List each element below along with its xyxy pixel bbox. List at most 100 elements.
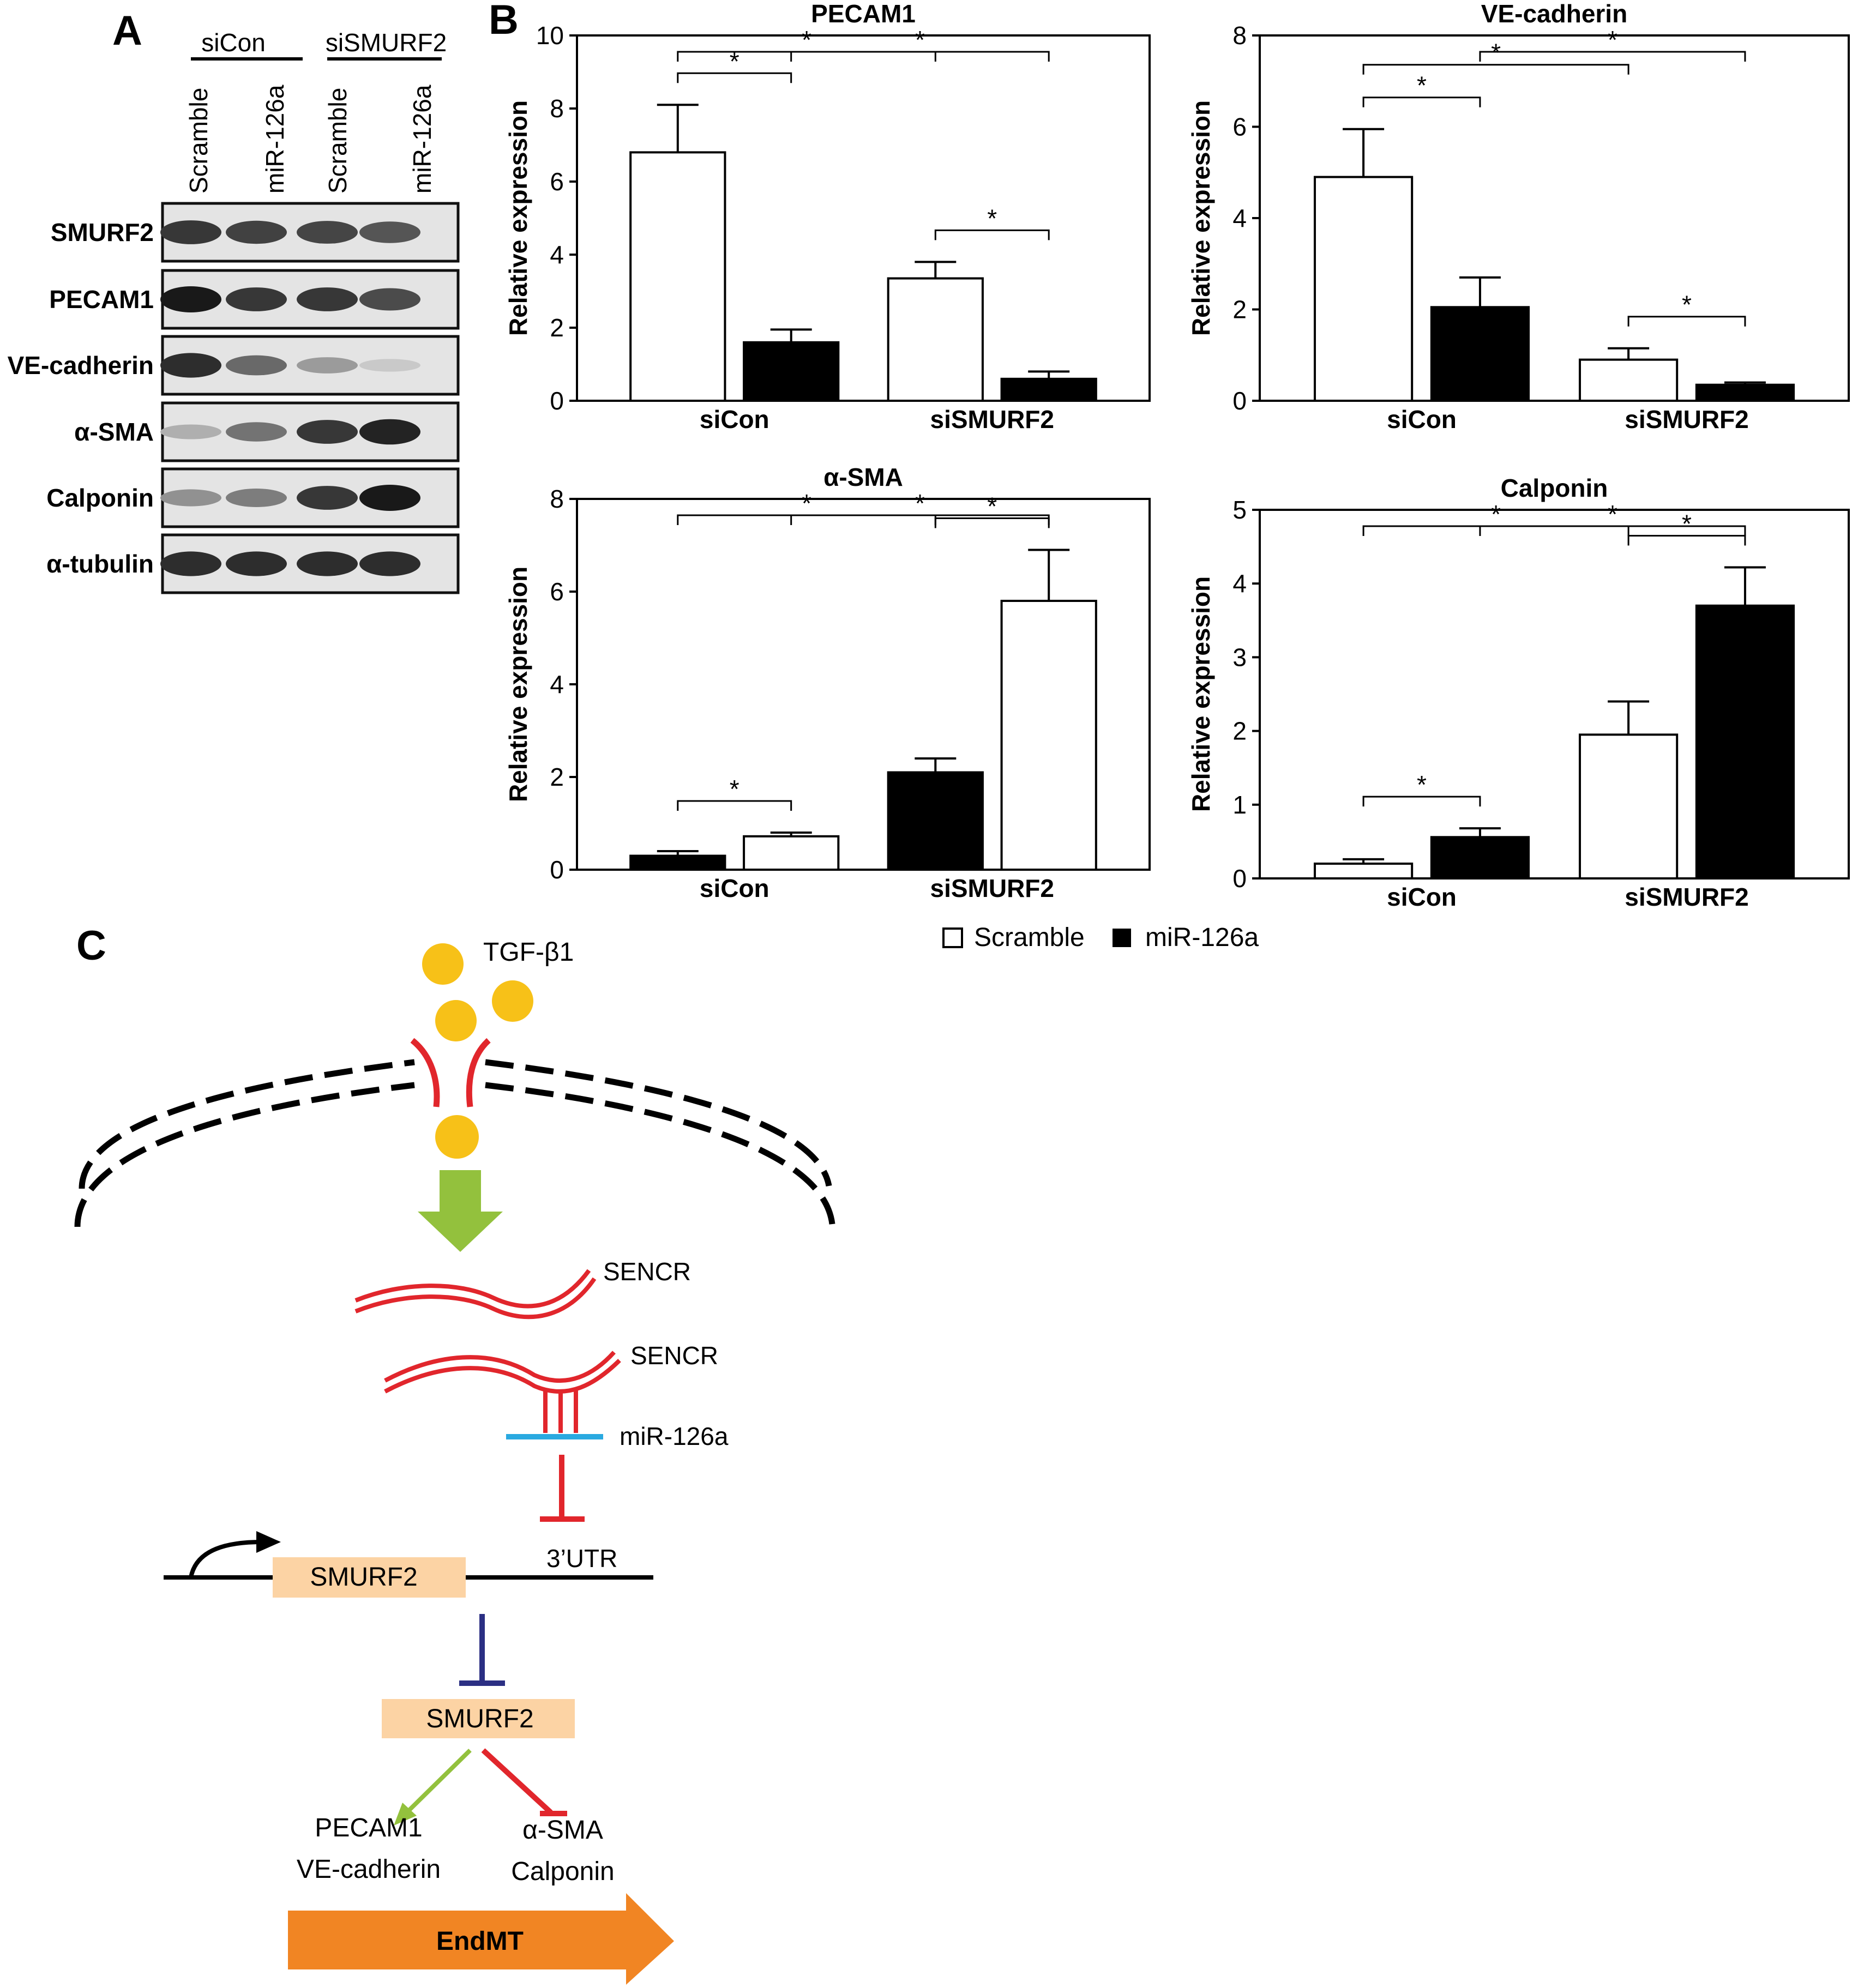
x-category-label: siCon: [1387, 405, 1457, 433]
significance-marker: *: [1608, 500, 1618, 528]
y-axis-label: Relative expression: [504, 567, 532, 802]
blot-row-label: α-SMA: [74, 418, 154, 446]
sencr-strand-2b: [384, 1359, 621, 1394]
blot-lane-label-2: miR-126a: [261, 85, 289, 194]
significance-marker: *: [730, 47, 739, 75]
significance-marker: *: [1491, 39, 1501, 67]
significance-bracket: [790, 51, 1050, 62]
sencr-strand-2a: [384, 1351, 616, 1383]
legend-swatch-mir126a: [1113, 929, 1131, 947]
x-category-label: siCon: [700, 405, 769, 433]
utr-label: 3’UTR: [546, 1544, 617, 1573]
chart-title: α-SMA: [823, 463, 903, 491]
plot-frame: [576, 34, 1151, 402]
significance-marker: *: [730, 775, 739, 803]
y-tick-label: 4: [550, 240, 564, 269]
y-tick-label: 6: [550, 577, 564, 606]
y-tick-label: 8: [550, 485, 564, 513]
significance-bracket: [1362, 64, 1630, 75]
bar: [1695, 604, 1795, 879]
cell-membrane-outer: [79, 1059, 832, 1189]
inhibition-line: [481, 1748, 553, 1815]
endmt-arrow: [288, 1893, 674, 1985]
target-down-2: Calponin: [511, 1857, 614, 1886]
activation-arrow-line: [405, 1749, 472, 1815]
target-down-1: α-SMA: [522, 1816, 603, 1845]
significance-marker: *: [1417, 71, 1427, 100]
blot-band: [359, 221, 420, 243]
tgf-ligand-1: [422, 943, 464, 985]
y-tick-label: 0: [1232, 864, 1247, 893]
promoter-arrowhead: [256, 1531, 281, 1553]
blot-band: [160, 551, 221, 576]
blot-band: [359, 551, 420, 576]
significance-marker: *: [1491, 500, 1501, 528]
bar: [1430, 306, 1530, 402]
bar: [1000, 600, 1097, 871]
bar: [1000, 377, 1097, 402]
legend-label-scramble: Scramble: [974, 923, 1085, 952]
blot-group-label-sicon: siCon: [201, 28, 266, 57]
bar: [743, 835, 840, 871]
cell-membrane-inner: [74, 1082, 835, 1227]
target-up-2: VE-cadherin: [297, 1855, 441, 1884]
significance-bracket: [1362, 796, 1481, 807]
significance-marker: *: [987, 204, 997, 232]
y-tick-label: 0: [550, 856, 564, 884]
significance-bracket: [934, 229, 1050, 240]
smurf2-gene-box: [273, 1557, 466, 1598]
blot-lane-label-1: Scramble: [184, 88, 213, 194]
smurf2-protein-box: [382, 1699, 575, 1738]
significance-bracket: [1627, 534, 1746, 546]
promoter-arrow: [189, 1540, 262, 1578]
significance-marker: *: [802, 489, 811, 517]
panel-label-a: A: [112, 8, 142, 54]
y-tick-label: 6: [550, 167, 564, 196]
x-category-label: siSMURF2: [930, 874, 1054, 902]
sencr-label-1: SENCR: [603, 1257, 691, 1286]
blot-row-label: VE-cadherin: [8, 351, 154, 379]
sencr-strand-1a: [354, 1269, 591, 1309]
y-tick-label: 6: [1232, 113, 1247, 141]
blot-band: [226, 355, 287, 376]
chart-title: Calponin: [1501, 474, 1608, 502]
y-tick-label: 0: [1232, 387, 1247, 415]
panel-label-b: B: [489, 0, 519, 43]
bar: [1313, 176, 1414, 402]
blot-band: [226, 551, 287, 576]
legend-label-mir126a: miR-126a: [1145, 923, 1259, 952]
ligand-label: TGF-β1: [483, 938, 574, 967]
bar: [887, 277, 984, 402]
blot-band: [226, 422, 287, 442]
y-tick-label: 0: [550, 387, 564, 415]
blot-band: [160, 424, 221, 439]
y-tick-label: 3: [1232, 643, 1247, 671]
bar: [1578, 358, 1679, 402]
significance-marker: *: [802, 26, 811, 54]
significance-marker: *: [987, 492, 997, 521]
x-category-label: siSMURF2: [1625, 883, 1748, 911]
y-tick-label: 2: [1232, 296, 1247, 324]
y-tick-label: 4: [1232, 569, 1247, 598]
significance-bracket: [1627, 316, 1746, 327]
significance-marker: *: [1608, 26, 1618, 54]
smurf2-protein-label: SMURF2: [426, 1704, 533, 1733]
y-tick-label: 8: [1232, 21, 1247, 50]
blot-band: [160, 220, 221, 244]
chart-legend: Scramble miR-126a: [942, 923, 1259, 952]
x-category-label: siCon: [700, 874, 769, 902]
tgf-ligand-3: [435, 1000, 477, 1041]
sencr-strand-1b: [354, 1277, 597, 1320]
x-category-label: siSMURF2: [1625, 405, 1748, 433]
significance-bracket: [1479, 51, 1746, 62]
smurf2-gene-label: SMURF2: [310, 1563, 417, 1592]
bar: [1695, 383, 1795, 402]
target-up-1: PECAM1: [315, 1814, 422, 1842]
significance-bracket: [677, 800, 792, 811]
blot-row-label: α-tubulin: [46, 550, 154, 578]
blot-band: [160, 353, 221, 378]
mirna-label: miR-126a: [620, 1422, 729, 1450]
